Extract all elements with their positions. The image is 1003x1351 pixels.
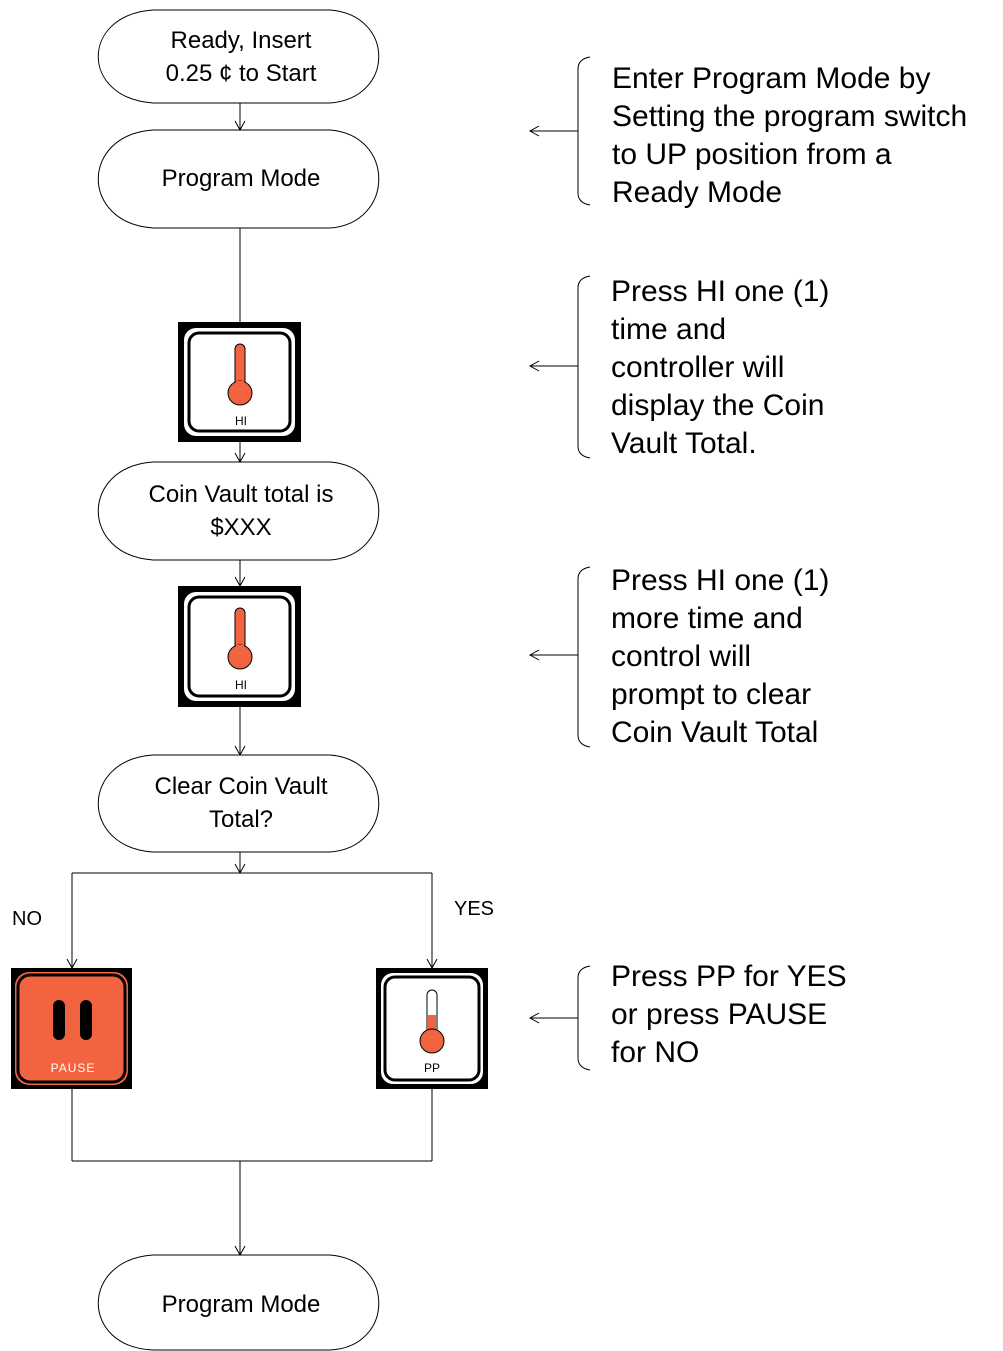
no-branch-label: NO [12, 908, 42, 930]
note-line: or press PAUSE [611, 998, 828, 1031]
note-enter-program-mode: Enter Program Mode by Setting the progra… [612, 60, 967, 212]
note-line: to UP position from a [612, 138, 892, 171]
note-line: Vault Total. [611, 427, 757, 460]
start-node-text: Ready, Insert 0.25 ¢ to Start [100, 24, 382, 90]
note-bracket-2 [528, 275, 591, 459]
note-line: Setting the program switch [612, 100, 968, 133]
note-press-hi-again: Press HI one (1) more time and control w… [611, 562, 829, 752]
clear-prompt-node-line-2: Total? [208, 806, 274, 833]
note-line: Coin Vault Total [611, 716, 819, 749]
pp-button-label: PP [424, 1061, 440, 1075]
note-line: control will [611, 640, 752, 673]
note-line: display the Coin [611, 389, 825, 422]
note-line: Press HI one (1) [611, 564, 830, 597]
pause-button-label: PAUSE [51, 1061, 96, 1075]
thermometer-icon [227, 607, 253, 670]
note-line: more time and [611, 602, 803, 635]
note-press-pp-or-pause: Press PP for YES or press PAUSE for NO [611, 958, 847, 1072]
hi-button-label: HI [235, 678, 247, 692]
hi-button-label: HI [235, 414, 247, 428]
yes-branch-label: YES [454, 898, 495, 920]
coin-vault-node-text: Coin Vault total is $XXX [100, 478, 382, 544]
program-mode-node-text: Program Mode [100, 162, 382, 195]
note-line: time and [611, 313, 727, 346]
note-bracket-1 [528, 56, 591, 206]
pause-button: PAUSE [11, 968, 132, 1089]
coin-vault-terminal [97, 461, 380, 561]
note-line: for NO [611, 1036, 700, 1069]
note-line: Ready Mode [612, 176, 783, 209]
note-bracket-4 [528, 965, 591, 1071]
thermometer-icon [419, 989, 445, 1054]
note-line: Press HI one (1) [611, 275, 830, 308]
pp-button: PP [376, 968, 488, 1089]
clear-prompt-node-text: Clear Coin Vault Total? [100, 770, 382, 836]
program-mode-node-line-1: Program Mode [161, 165, 321, 192]
note-line: Enter Program Mode by [612, 62, 931, 95]
start-node-line-2: 0.25 ¢ to Start [165, 60, 317, 87]
note-line: Press PP for YES [611, 960, 847, 993]
clear-prompt-terminal [97, 754, 380, 853]
thermometer-icon [227, 343, 253, 406]
note-bracket-3 [528, 566, 591, 748]
coin-vault-node-line-1: Coin Vault total is [148, 481, 334, 508]
program-mode-end-terminal [97, 1254, 380, 1351]
start-node-line-1: Ready, Insert [170, 27, 312, 54]
program-mode-end-node-text: Program Mode [100, 1288, 382, 1321]
hi-button: HI [178, 586, 301, 707]
note-line: controller will [611, 351, 785, 384]
program-mode-terminal [97, 129, 380, 229]
clear-prompt-node-line-1: Clear Coin Vault [154, 773, 328, 800]
note-line: prompt to clear [611, 678, 812, 711]
program-mode-end-node-line-1: Program Mode [161, 1291, 321, 1318]
coin-vault-node-line-2: $XXX [210, 514, 272, 541]
start-terminal [97, 9, 380, 104]
hi-button: HI [178, 322, 301, 442]
note-press-hi-once: Press HI one (1) time and controller wil… [611, 273, 829, 463]
pause-icon [53, 1000, 92, 1040]
